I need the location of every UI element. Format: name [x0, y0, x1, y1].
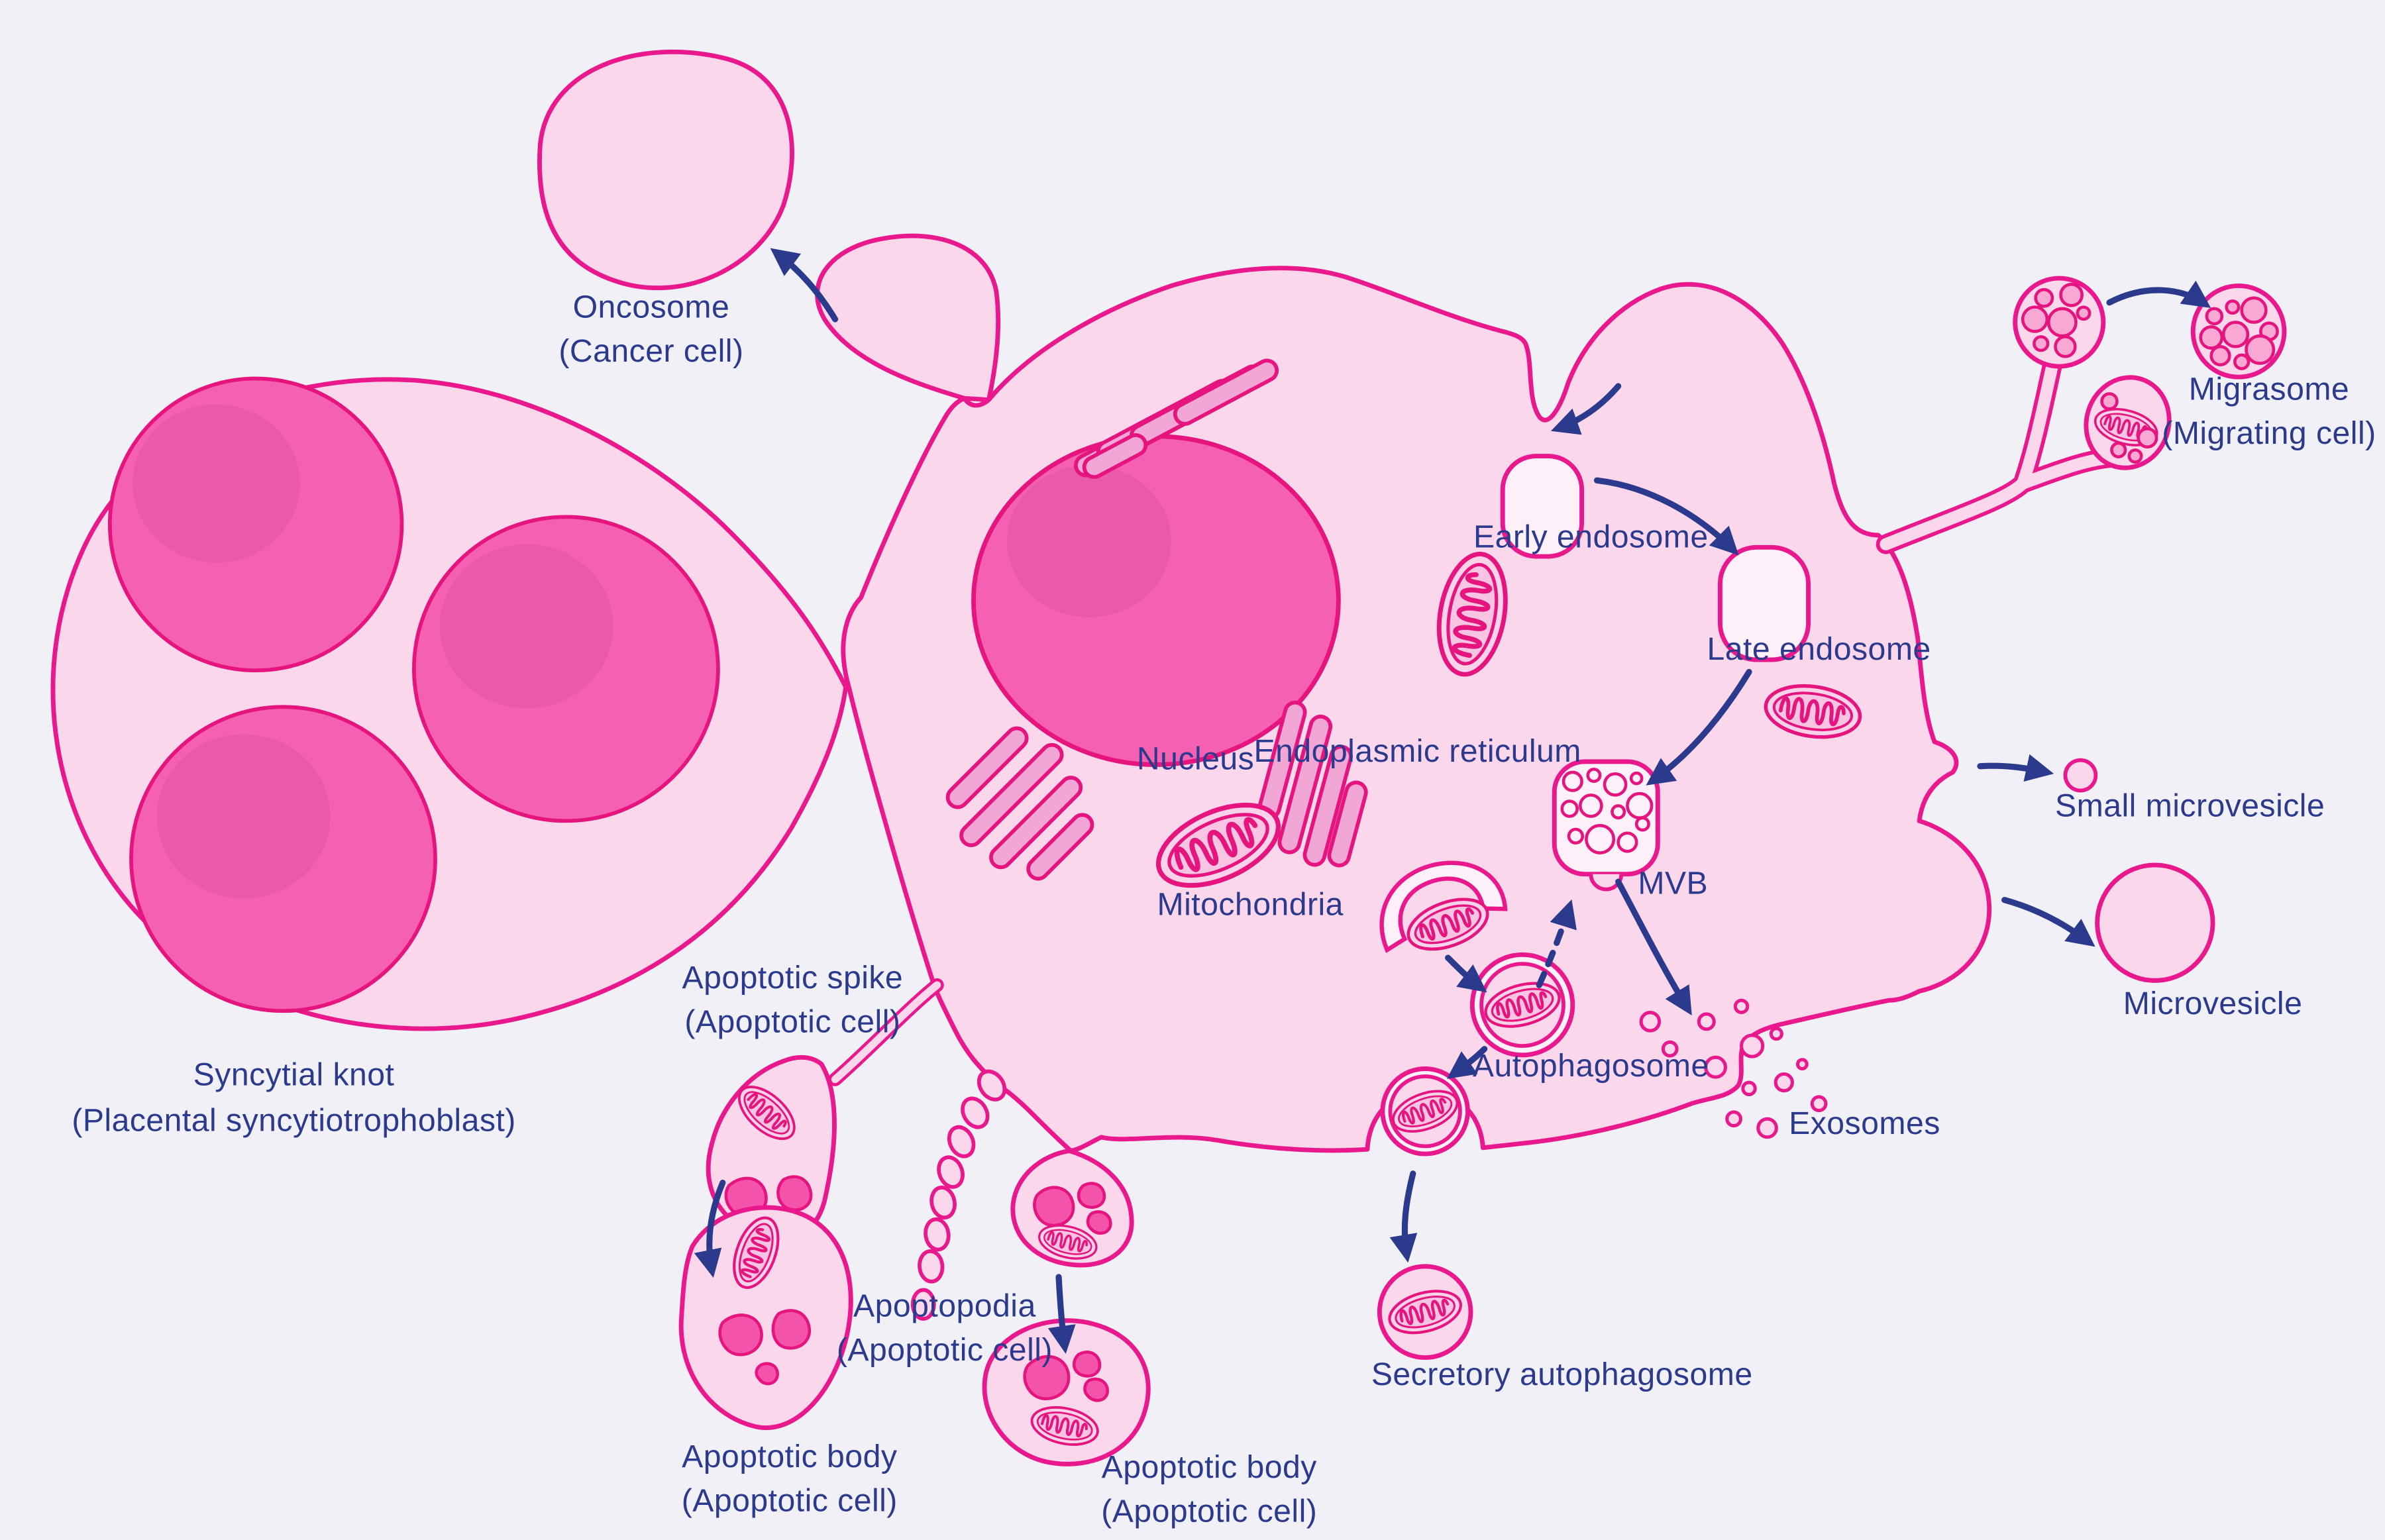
arrow-to-released-migrasome: [2106, 280, 2211, 309]
label-apoptotic-body-bottom-sub: (Apoptotic cell): [1101, 1493, 1317, 1529]
syncytial-knot-nuclei: [107, 376, 720, 1013]
arrow-phagophore-to-autophagosome: [1444, 954, 1487, 993]
arrow-body-to-body: [1047, 1274, 1076, 1354]
exiting-autophagosome: [1380, 1066, 1470, 1156]
arrow-autophagosome-to-mvb-dashed: [1536, 899, 1577, 988]
label-microvesicle: Microvesicle: [2123, 986, 2303, 1021]
apoptotic-body-attached: [1010, 1148, 1134, 1268]
oncosome-bleb: [815, 233, 1001, 403]
mvb: [1552, 759, 1660, 892]
secretory-autophagosome: [1377, 1264, 1473, 1360]
arrow-late-endosome-to-mvb: [1646, 668, 1752, 786]
label-apoptotic-body-left: Apoptotic body: [682, 1439, 897, 1474]
label-mvb: MVB: [1638, 866, 1708, 901]
apoptotic-body-bottom: [982, 1318, 1151, 1466]
apoptotic-spike-stalk: [828, 978, 944, 1086]
arrow-bleb-to-oncosome: [770, 248, 839, 323]
label-apoptotic-body-left-sub: (Apoptotic cell): [682, 1482, 898, 1518]
migrasome-balloon-b: [2084, 375, 2172, 470]
label-oncosome: Oncosome: [573, 289, 730, 325]
arrow-autophagosome-to-membrane: [1446, 1046, 1488, 1079]
arrow-mvb-to-exosomes: [1615, 878, 1692, 1015]
label-early-endosome: Early endosome: [1473, 519, 1709, 554]
label-migrasome-sub: (Migrating cell): [2162, 415, 2376, 451]
label-apoptotic-body-bottom: Apoptotic body: [1102, 1449, 1317, 1485]
label-endoplasmic-reticulum: Endoplasmic reticulum: [1253, 733, 1581, 769]
microvesicle: [2095, 862, 2215, 983]
arrow-to-small-microvesicle: [1977, 754, 2054, 782]
label-mitochondria: Mitochondria: [1157, 887, 1344, 923]
released-migrasome: [2190, 283, 2287, 380]
endoplasmic-reticulum-stacks: [945, 358, 1368, 881]
arrow-early-to-late-endosome: [1593, 477, 1739, 556]
label-apoptopodia-sub: (Apoptotic cell): [837, 1332, 1053, 1368]
label-migrasome: Migrasome: [2189, 372, 2349, 407]
phagophore: [1379, 860, 1508, 966]
apoptotic-body-left: [678, 1205, 853, 1430]
label-syncytial-knot: Syncytial knot: [193, 1057, 395, 1093]
nucleolus: [1006, 465, 1171, 617]
label-late-endosome: Late endosome: [1707, 631, 1931, 667]
autophagosome: [1469, 952, 1575, 1058]
label-autophagosome: Autophagosome: [1473, 1048, 1709, 1084]
early-endosome: [1500, 454, 1585, 559]
migrasome-stalks: [1876, 352, 2124, 554]
arrow-spike-to-body: [694, 1180, 726, 1278]
arrow-endocytosis: [1550, 383, 1622, 435]
arrow-to-microvesicle: [2001, 897, 2095, 947]
label-small-microvesicle: Small microvesicle: [2055, 788, 2325, 824]
label-apoptotic-spike: Apoptotic spike: [682, 960, 904, 996]
label-nucleus: Nucleus: [1137, 741, 1254, 776]
label-oncosome-sub: (Cancer cell): [558, 333, 743, 369]
late-endosome: [1717, 544, 1811, 662]
label-exosomes: Exosomes: [1789, 1105, 1940, 1141]
migrasome-balloon-a: [2013, 276, 2106, 369]
label-apoptopodia: Apoptopodia: [853, 1288, 1036, 1324]
label-syncytial-knot-sub: (Placental syncytiotrophoblast): [72, 1103, 515, 1139]
apoptopodia-beads: [910, 1069, 1007, 1321]
exosome-cluster: [1639, 998, 1828, 1139]
released-oncosome: [537, 49, 794, 291]
arrow-to-secretory-autophagosome: [1389, 1170, 1418, 1263]
label-secretory-autophagosome: Secretory autophagosome: [1371, 1357, 1753, 1392]
small-microvesicle: [2063, 758, 2098, 793]
label-apoptotic-spike-sub: (Apoptotic cell): [684, 1003, 900, 1039]
